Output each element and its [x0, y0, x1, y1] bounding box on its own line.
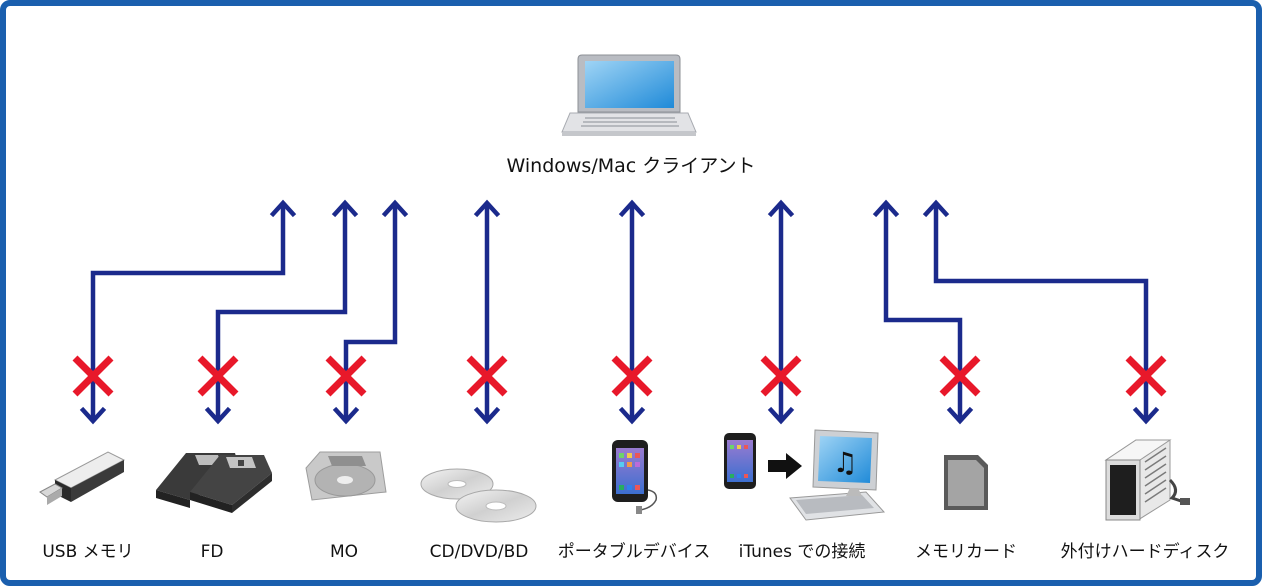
mo-disk-icon	[305, 451, 387, 501]
device-label-hdd: 外付けハードディスク	[1060, 542, 1230, 562]
arrow-fd	[215, 206, 348, 418]
laptop-icon	[561, 54, 697, 136]
blocked-mark-mo	[325, 355, 367, 397]
smartphone-icon	[612, 440, 658, 514]
blocked-mark-fd	[197, 355, 239, 397]
blocked-mark-usb	[72, 355, 114, 397]
itunes-sync-icon: ♫	[724, 429, 886, 521]
blocked-mark-memcard	[939, 355, 981, 397]
device-label-mo: MO	[329, 542, 359, 562]
usb-memory-icon	[39, 451, 126, 505]
device-label-memcard: メモリカード	[915, 542, 1017, 562]
external-hdd-icon	[1104, 439, 1190, 521]
device-label-cd: CD/DVD/BD	[429, 542, 529, 562]
blocked-mark-itunes	[760, 355, 802, 397]
device-label-portable: ポータブルデバイス	[557, 542, 711, 562]
arrow-memcard	[883, 206, 963, 418]
floppy-disk-icon	[156, 453, 272, 513]
device-label-itunes: iTunes での接続	[738, 542, 866, 562]
blocked-mark-cd	[466, 355, 508, 397]
client-label: Windows/Mac クライアント	[506, 155, 756, 177]
memory-card-icon	[944, 455, 988, 510]
device-label-fd: FD	[200, 542, 224, 562]
optical-disc-icon	[420, 468, 537, 523]
blocked-mark-hdd	[1125, 355, 1167, 397]
blocked-mark-portable	[611, 355, 653, 397]
arrow-hdd	[933, 206, 1149, 418]
svg-text:♫: ♫	[832, 446, 857, 479]
device-label-usb: USB メモリ	[42, 542, 134, 562]
arrow-usb	[90, 206, 286, 418]
